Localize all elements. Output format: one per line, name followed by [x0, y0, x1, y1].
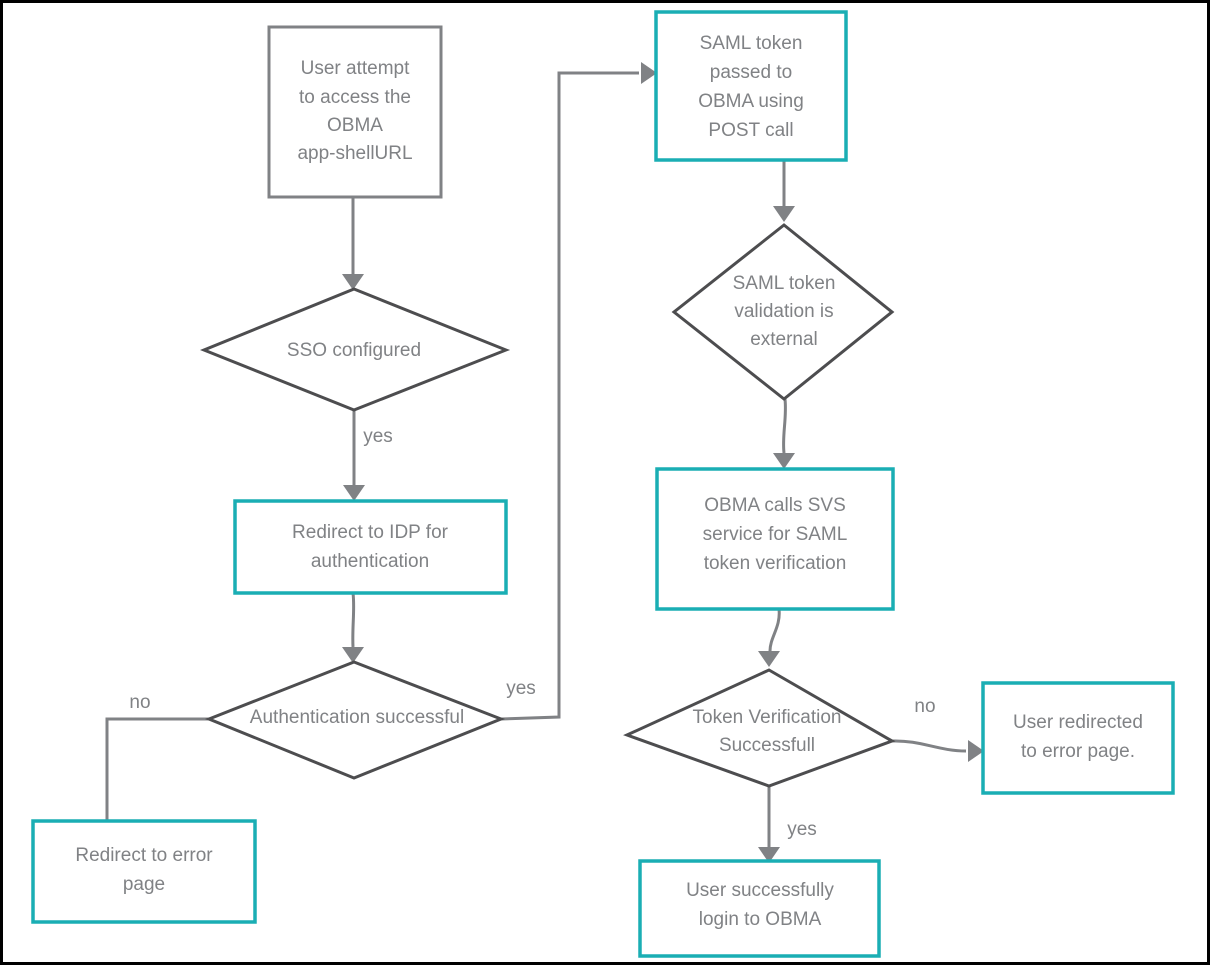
connector-redirect-idp-to-auth [342, 592, 364, 663]
node-sso-configured-label: SSO configured [287, 340, 421, 361]
node-redirect-error-page-line-2: page [123, 874, 165, 895]
node-token-verification-successfull[interactable]: Token Verification Successfull [623, 668, 896, 788]
node-saml-token-post-line-2: passed to [710, 62, 792, 83]
edge-label-auth-yes: yes [506, 678, 536, 699]
node-saml-validation-external[interactable]: SAML token validation is external [671, 223, 895, 401]
flowchart-svg: yes no yes [31, 10, 1175, 958]
node-obma-calls-svs-line-2: service for SAML [703, 524, 848, 545]
connector-user-attempt-to-sso [342, 197, 364, 290]
connector-token-yes-to-login: yes [758, 786, 817, 863]
node-redirect-idp-line-1: Redirect to IDP for [292, 522, 449, 543]
node-redirect-idp-line-2: authentication [311, 551, 429, 572]
node-obma-calls-svs-line-3: token verification [704, 553, 847, 574]
node-authentication-successful-label: Authentication successful [250, 707, 464, 728]
connector-svs-to-token-verification [758, 608, 781, 667]
connector-saml-token-to-validation [773, 160, 795, 222]
connector-token-no-to-error: no [891, 696, 984, 762]
node-saml-validation-line-3: external [750, 329, 818, 350]
node-token-verification-line-1: Token Verification [693, 707, 842, 728]
connector-validation-to-svs [773, 398, 795, 469]
node-redirect-error-page-line-1: Redirect to error [75, 845, 213, 866]
node-user-login-success-line-2: login to OBMA [699, 909, 822, 930]
node-user-attempt[interactable]: User attempt to access the OBMA app-shel… [267, 25, 443, 199]
edge-label-token-yes: yes [787, 819, 817, 840]
edge-label-token-no: no [914, 696, 935, 717]
node-saml-token-post-line-4: POST call [708, 120, 793, 141]
node-user-attempt-line-3: OBMA [327, 115, 383, 136]
node-saml-token-post-line-3: OBMA using [698, 91, 804, 112]
node-saml-token-post-line-1: SAML token [700, 33, 803, 54]
connector-sso-to-redirect-idp: yes [343, 410, 393, 501]
node-user-attempt-line-2: to access the [299, 87, 411, 108]
node-user-attempt-line-1: User attempt [301, 58, 410, 79]
node-sso-configured[interactable]: SSO configured [199, 287, 511, 412]
node-obma-calls-svs[interactable]: OBMA calls SVS service for SAML token ve… [655, 467, 895, 611]
node-user-redirected-error[interactable]: User redirected to error page. [981, 681, 1175, 795]
node-authentication-successful[interactable]: Authentication successful [204, 660, 506, 780]
node-user-redirected-error-line-1: User redirected [1013, 712, 1143, 733]
node-redirect-idp[interactable]: Redirect to IDP for authentication [233, 499, 508, 595]
connector-auth-no-to-error-page: no [105, 692, 209, 821]
edge-label-auth-no: no [129, 692, 150, 713]
node-user-login-success[interactable]: User successfully login to OBMA [638, 859, 881, 958]
node-saml-token-post[interactable]: SAML token passed to OBMA using POST cal… [654, 10, 848, 162]
connector-auth-yes-to-saml-token: yes [500, 62, 657, 721]
node-user-attempt-line-4: app-shellURL [297, 143, 412, 164]
node-saml-validation-line-2: validation is [734, 301, 833, 322]
node-saml-validation-line-1: SAML token [733, 273, 836, 294]
node-user-login-success-line-1: User successfully [686, 880, 834, 901]
node-user-redirected-error-line-2: to error page. [1021, 741, 1135, 762]
node-obma-calls-svs-line-1: OBMA calls SVS [704, 495, 846, 516]
edge-label-sso-yes: yes [363, 426, 393, 447]
node-token-verification-line-2: Successfull [719, 735, 815, 756]
node-redirect-error-page[interactable]: Redirect to error page [31, 819, 257, 924]
